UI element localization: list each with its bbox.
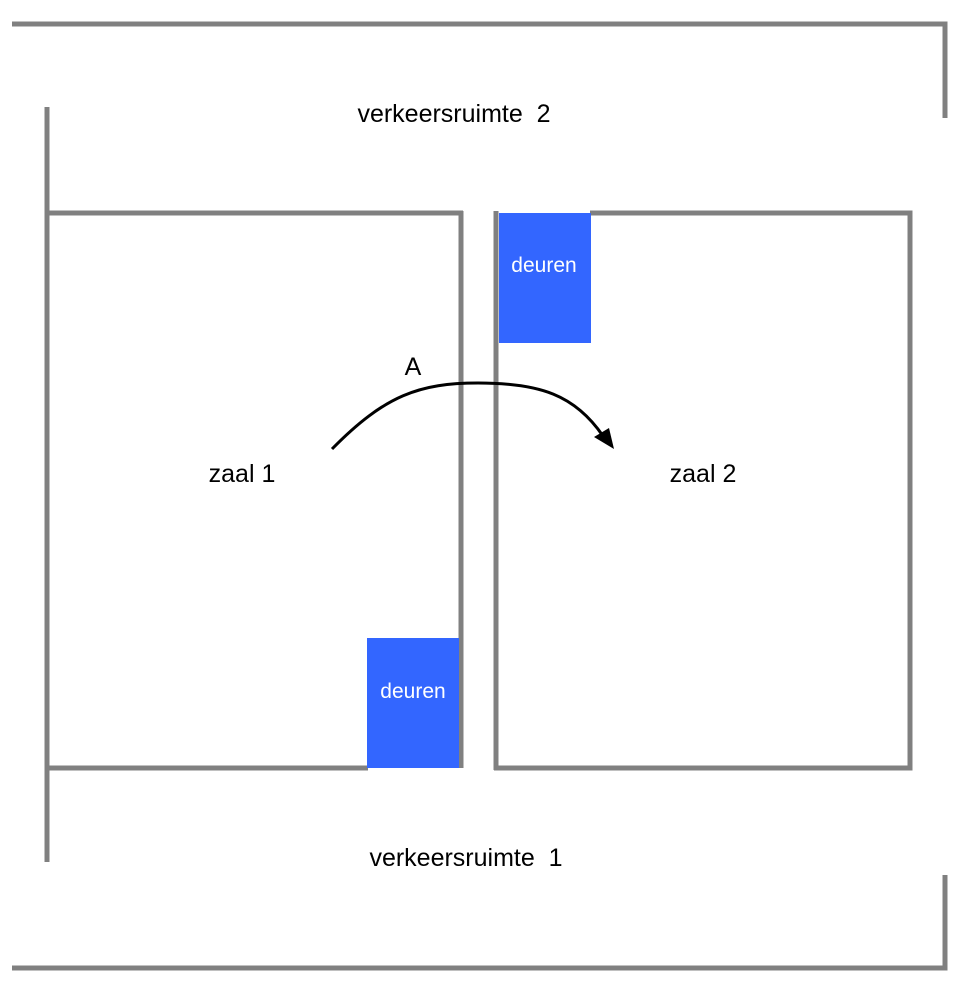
room-2-wall-outline <box>494 210 913 771</box>
door-room-2-label: deuren <box>511 254 576 277</box>
route-a-label: A <box>405 353 422 381</box>
door-room-1-bottom <box>367 638 459 768</box>
circulation-area-1-label: verkeersruimte 1 <box>369 844 562 872</box>
route-a-arrow <box>330 381 605 451</box>
room-2-label: zaal 2 <box>670 460 737 488</box>
room-1-label: zaal 1 <box>209 460 276 488</box>
door-room-1-label: deuren <box>380 680 445 703</box>
arrow-head-icon <box>594 428 614 449</box>
door-room-2-top <box>499 213 591 343</box>
outer-wall-top <box>12 21 948 118</box>
circulation-area-2-label: verkeersruimte 2 <box>357 100 550 128</box>
outer-wall-bottom <box>12 875 948 971</box>
